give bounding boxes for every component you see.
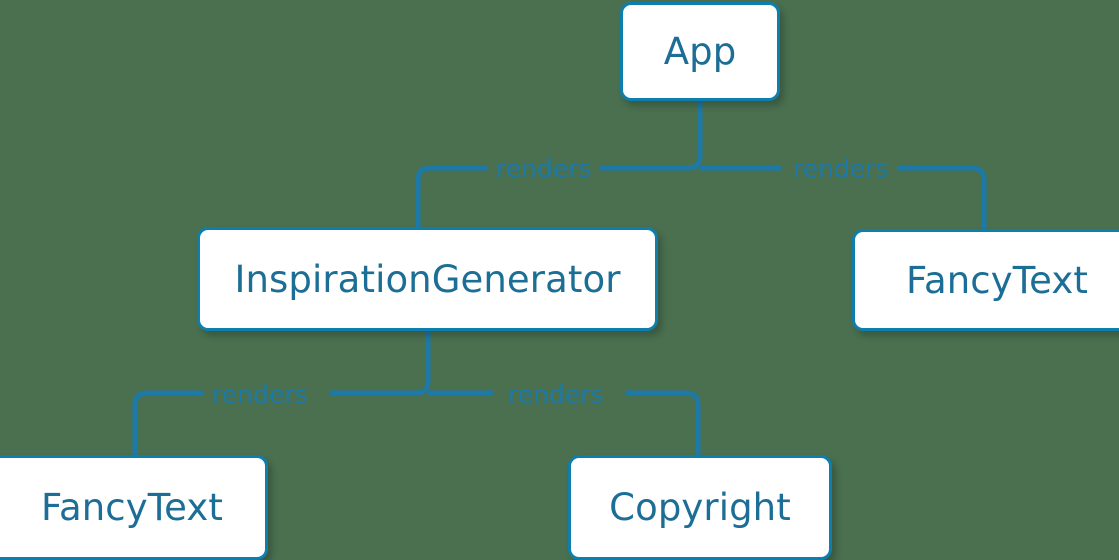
edge-label-app-fancytext: renders	[793, 154, 889, 183]
edge-inspiration-trunk	[415, 331, 431, 396]
node-fancytext-bottom[interactable]: FancyText	[0, 455, 268, 560]
edge-app-to-inspiration-b	[415, 165, 487, 227]
node-app[interactable]: App	[620, 2, 780, 101]
node-fancytext-right-label: FancyText	[906, 258, 1088, 302]
node-app-label: App	[663, 30, 737, 73]
edge-app-to-fancytext-b	[898, 165, 987, 229]
node-fancytext-right[interactable]: FancyText	[852, 229, 1119, 331]
edge-label-inspiration-fancytext: renders	[212, 380, 308, 409]
edge-label-app-inspiration: renders	[496, 154, 592, 183]
edge-app-trunk	[687, 101, 703, 171]
node-inspiration-generator-label: InspirationGenerator	[234, 257, 621, 301]
node-inspiration-generator[interactable]: InspirationGenerator	[197, 227, 658, 331]
node-fancytext-bottom-label: FancyText	[41, 486, 223, 529]
edge-label-inspiration-copyright: renders	[508, 380, 604, 409]
node-copyright-label: Copyright	[609, 486, 791, 529]
edge-inspiration-to-fancytext-b	[132, 390, 203, 455]
edge-inspiration-to-copyright-b	[626, 390, 701, 455]
node-copyright[interactable]: Copyright	[568, 455, 832, 560]
